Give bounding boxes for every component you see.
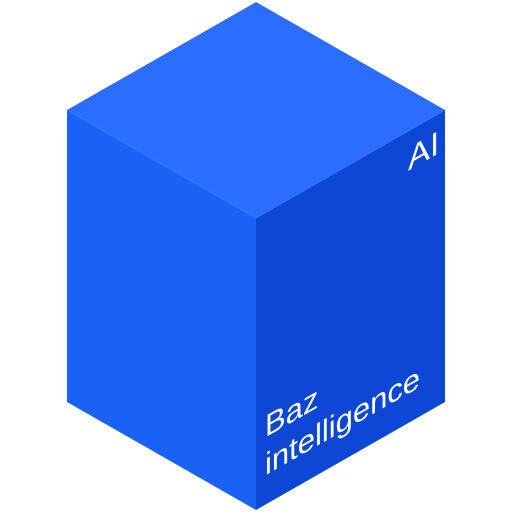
cube-front-edge: [66, 109, 446, 219]
cube-left-face: [67, 110, 256, 510]
cube-right-face: [256, 110, 445, 510]
